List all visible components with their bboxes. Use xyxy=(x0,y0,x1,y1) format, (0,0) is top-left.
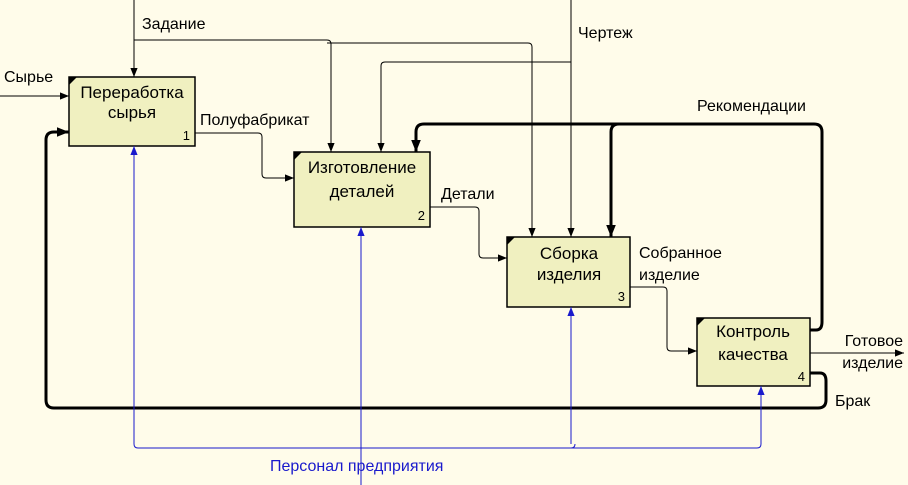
label-task: Задание xyxy=(142,16,206,33)
svg-text:сырья: сырья xyxy=(108,103,156,122)
label-finished-line1: Готовое xyxy=(845,333,903,350)
arrow-assembled xyxy=(630,286,697,355)
block-4-kontrol[interactable]: Контроль качества 4 xyxy=(696,317,811,387)
block-1-title-line2: сырья xyxy=(108,103,156,122)
arrow-semi-product xyxy=(195,132,294,182)
svg-text:Контроль: Контроль xyxy=(716,322,790,341)
arrow-parts xyxy=(430,206,507,262)
block-2-number: 2 xyxy=(418,208,425,223)
block-1-number: 1 xyxy=(183,128,190,143)
svg-text:изделия: изделия xyxy=(537,265,601,284)
label-defect: Брак xyxy=(835,393,871,410)
arrow-recommendations-branch-a3 xyxy=(606,122,620,237)
svg-text:Изготовление: Изготовление xyxy=(308,158,416,177)
arrow-task-branch-a3 xyxy=(327,42,532,237)
arrow-recommendations xyxy=(411,122,824,332)
label-assembled-line2: изделие xyxy=(639,267,700,284)
block-3-title-line1: Сборка xyxy=(540,244,599,263)
block-3-sborka[interactable]: Сборка изделия 3 xyxy=(506,236,631,308)
block-3-number: 3 xyxy=(618,289,625,304)
svg-text:деталей: деталей xyxy=(330,182,395,201)
label-recommendations: Рекомендации xyxy=(697,98,806,115)
arrow-drawing-branch-a2 xyxy=(377,61,571,152)
svg-text:качества: качества xyxy=(718,345,788,364)
svg-text:Переработка: Переработка xyxy=(80,83,184,102)
block-1-pererabotka[interactable]: Переработка сырья 1 xyxy=(68,76,196,147)
block-1-title-line1: Переработка xyxy=(80,83,184,102)
label-assembled-line1: Собранное xyxy=(639,245,722,262)
block-4-title-line2: качества xyxy=(718,345,788,364)
arrow-defect xyxy=(44,127,828,410)
label-parts: Детали xyxy=(441,186,495,203)
block-2-title-line1: Изготовление xyxy=(308,158,416,177)
block-4-number: 4 xyxy=(798,369,805,384)
label-drawing: Чертеж xyxy=(578,25,633,42)
label-finished-line2: изделие xyxy=(842,355,903,372)
arrow-staff-bus xyxy=(133,443,762,449)
block-2-izgotovlenie[interactable]: Изготовление деталей 2 xyxy=(293,151,431,228)
label-raw: Сырье xyxy=(4,69,53,86)
arrow-staff-a3 xyxy=(571,307,575,449)
svg-text:Сборка: Сборка xyxy=(540,244,599,263)
block-2-title-line2: деталей xyxy=(330,182,395,201)
block-4-title-line1: Контроль xyxy=(716,322,790,341)
label-staff: Персонал предприятия xyxy=(270,458,443,475)
block-3-title-line2: изделия xyxy=(537,265,601,284)
label-semi-product: Полуфабрикат xyxy=(200,112,310,129)
